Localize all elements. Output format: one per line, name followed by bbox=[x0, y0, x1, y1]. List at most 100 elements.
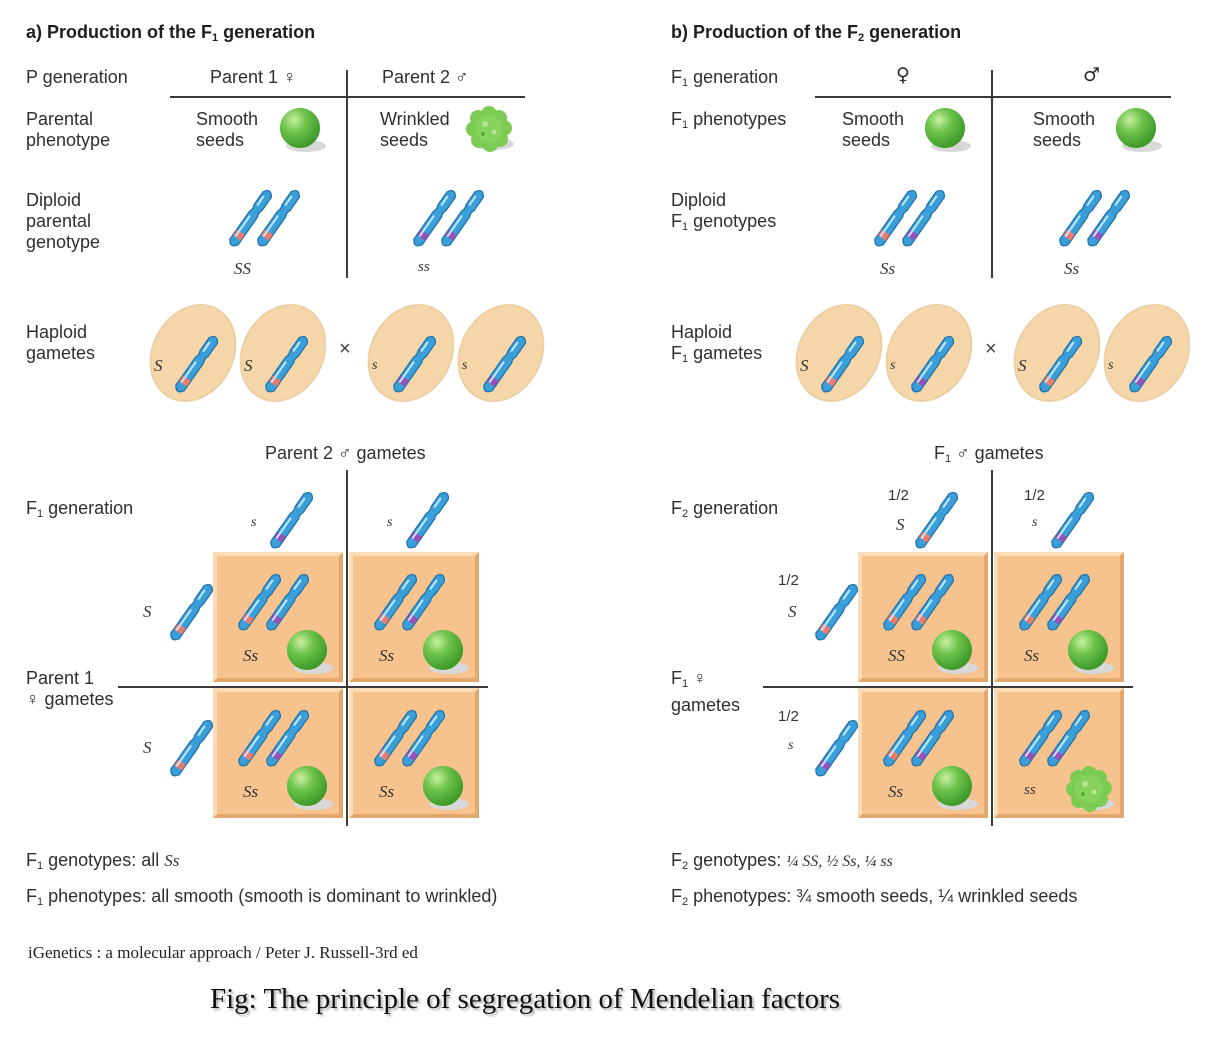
left-gamete-fraction: 1/2 bbox=[778, 572, 799, 589]
punnett-cell: Ss bbox=[213, 552, 343, 682]
top-gamete-fraction: 1/2 bbox=[1024, 487, 1045, 504]
panel-a-title: a) Production of the F1 generation bbox=[26, 22, 316, 44]
male-symbol-icon: ♂ bbox=[1083, 64, 1101, 86]
punnett-top-label: F1 ♂ gametes bbox=[934, 443, 1044, 465]
smooth-seed-icon bbox=[932, 630, 978, 674]
punnett-genotype: Ss bbox=[243, 782, 259, 801]
column-divider bbox=[991, 70, 993, 278]
gamete-cell: S bbox=[236, 300, 330, 406]
punnett-cell: ss bbox=[994, 688, 1124, 818]
chromosome-pair-icon bbox=[883, 573, 954, 631]
punnett-genotype: Ss bbox=[243, 646, 259, 665]
gamete-allele-label: S bbox=[1018, 356, 1027, 375]
gamete-chromosome-icon bbox=[170, 719, 213, 777]
punnett-genotype: Ss bbox=[1024, 646, 1040, 665]
gamete-cell: s bbox=[364, 300, 458, 406]
gamete-chromosome-icon bbox=[915, 491, 958, 549]
parent1-gametes-label: Parent 1 ♀ gametes bbox=[26, 668, 114, 709]
gamete-chromosome-icon bbox=[170, 583, 213, 641]
parent1-header: Parent 1 ♀ bbox=[210, 67, 297, 87]
female-phenotype: Smooth seeds bbox=[842, 109, 905, 150]
punnett-horizontal-divider bbox=[763, 686, 1133, 688]
punnett-horizontal-divider bbox=[118, 686, 488, 688]
gamete-cell: S bbox=[1010, 300, 1104, 406]
f2-generation-label: F2 generation bbox=[671, 498, 779, 520]
smooth-seed-icon bbox=[1068, 630, 1114, 674]
smooth-seed-icon bbox=[423, 630, 469, 674]
punnett-vertical-divider bbox=[991, 470, 993, 826]
smooth-seed-icon bbox=[287, 630, 333, 674]
gamete-cell: S bbox=[792, 300, 886, 406]
left-gamete-allele: s bbox=[788, 738, 794, 753]
f1-female-gametes-label: F1 ♀gametes bbox=[671, 668, 741, 715]
chromosome-pair-icon bbox=[229, 189, 300, 247]
punnett-cell: Ss bbox=[994, 552, 1124, 682]
gamete-cell: S bbox=[146, 300, 240, 406]
gamete-chromosome-icon bbox=[1051, 491, 1094, 549]
chromosome-pair-icon bbox=[238, 709, 309, 767]
header-divider bbox=[815, 96, 1171, 98]
gamete-allele-label: S bbox=[154, 356, 163, 375]
gamete-allele-label: s bbox=[372, 358, 378, 373]
gamete-allele-label: S bbox=[244, 356, 253, 375]
parent2-phenotype: Wrinkled seeds bbox=[380, 109, 450, 150]
top-gamete-fraction: 1/2 bbox=[888, 487, 909, 504]
chromosome-pair-icon bbox=[883, 709, 954, 767]
top-gamete-allele: s bbox=[387, 515, 393, 530]
smooth-seed-icon bbox=[1116, 108, 1162, 152]
gamete-allele-label: S bbox=[800, 356, 809, 375]
parent1-phenotype: Smooth seeds bbox=[196, 109, 259, 150]
left-gamete-allele: S bbox=[143, 738, 152, 757]
chromosome-pair-icon bbox=[1059, 189, 1130, 247]
gamete-icon bbox=[149, 304, 237, 402]
punnett-cell: SS bbox=[858, 552, 988, 682]
gamete-icon bbox=[1013, 304, 1101, 402]
gamete-chromosome-icon bbox=[815, 583, 858, 641]
top-gamete-allele: S bbox=[896, 515, 905, 534]
smooth-seed-icon bbox=[280, 108, 326, 152]
punnett-genotype: ss bbox=[1024, 782, 1036, 798]
gamete-icon bbox=[795, 304, 883, 402]
punnett-vertical-divider bbox=[346, 470, 348, 826]
smooth-seed-icon bbox=[925, 108, 971, 152]
chromosome-pair-icon bbox=[1019, 709, 1090, 767]
parent1-genotype: SS bbox=[234, 259, 251, 278]
male-genotype: Ss bbox=[1064, 259, 1080, 278]
gamete-chromosome-icon bbox=[815, 719, 858, 777]
gamete-cell: s bbox=[882, 300, 976, 406]
column-divider bbox=[346, 70, 348, 278]
left-gamete-allele: S bbox=[788, 602, 797, 621]
gamete-icon bbox=[885, 304, 973, 402]
male-phenotype: Smooth seeds bbox=[1033, 109, 1096, 150]
cross-symbol: × bbox=[339, 338, 351, 360]
gamete-allele-label: s bbox=[1108, 358, 1114, 373]
top-gamete-allele: s bbox=[251, 515, 257, 530]
figure-caption: Fig: The principle of segregation of Men… bbox=[210, 983, 841, 1015]
parent2-header: Parent 2 ♂ bbox=[382, 67, 469, 87]
citation: iGenetics : a molecular approach / Peter… bbox=[28, 943, 418, 962]
wrinkled-seed-icon bbox=[1066, 766, 1114, 812]
gamete-chromosome-icon bbox=[270, 491, 313, 549]
cross-symbol: × bbox=[985, 338, 997, 360]
f1-generation-label: F1 generation bbox=[26, 498, 134, 520]
f2-phenotypes-summary: F2 phenotypes: ¾ smooth seeds, ¼ wrinkle… bbox=[671, 886, 1078, 908]
gamete-cell: s bbox=[454, 300, 548, 406]
panel-b-title: b) Production of the F2 generation bbox=[671, 22, 962, 44]
parental-phenotype-label: Parental phenotype bbox=[26, 109, 111, 150]
punnett-genotype: Ss bbox=[888, 782, 904, 801]
smooth-seed-icon bbox=[932, 766, 978, 810]
punnett-cell: Ss bbox=[213, 688, 343, 818]
gamete-icon bbox=[239, 304, 327, 402]
f1-phenotypes-label: F1 phenotypes bbox=[671, 109, 787, 131]
chromosome-pair-icon bbox=[374, 709, 445, 767]
gamete-icon bbox=[1103, 304, 1191, 402]
gamete-allele-label: s bbox=[462, 358, 468, 373]
female-genotype: Ss bbox=[880, 259, 896, 278]
chromosome-pair-icon bbox=[874, 189, 945, 247]
top-gamete-allele: s bbox=[1032, 515, 1038, 530]
gamete-allele-label: s bbox=[890, 358, 896, 373]
female-symbol-icon: ♀ bbox=[896, 64, 910, 86]
smooth-seed-icon bbox=[287, 766, 333, 810]
